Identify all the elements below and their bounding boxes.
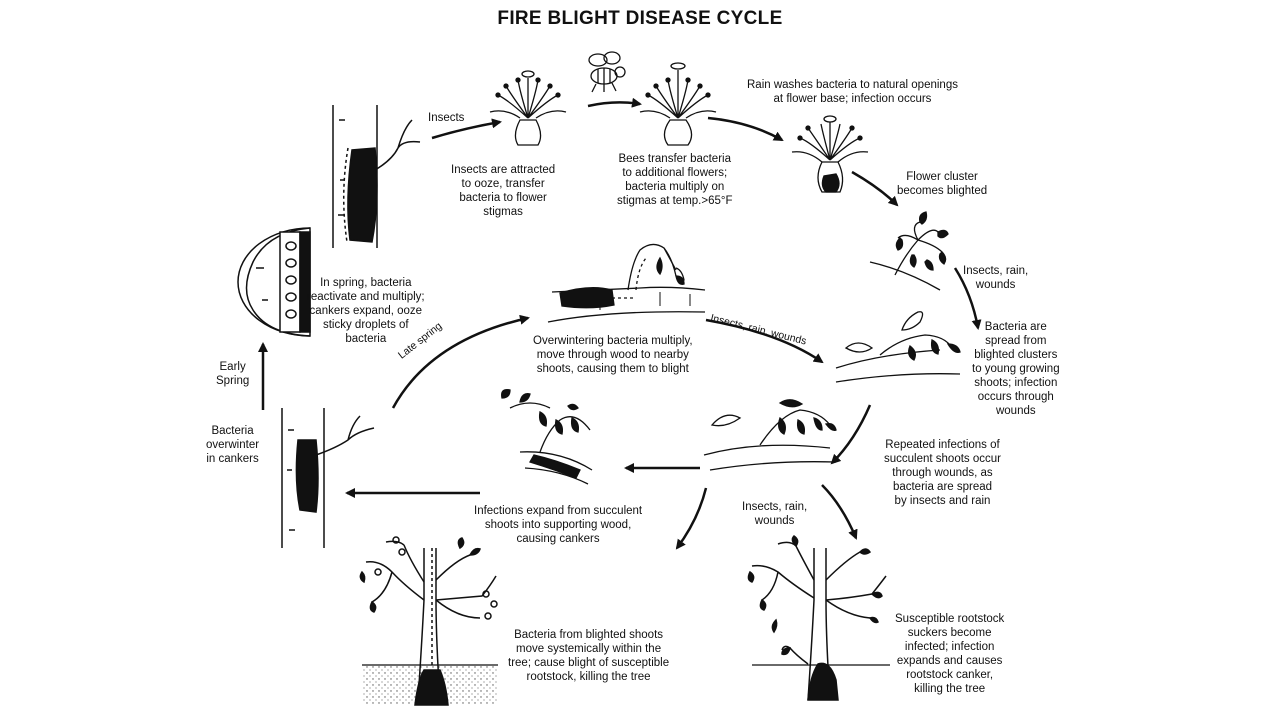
arrow-to-young-shoots <box>953 267 982 330</box>
canker-shoot-illustration <box>501 389 593 485</box>
label-infections-expand: Infections expand from succulent shoots … <box>474 505 643 545</box>
label-insects: Insects <box>428 112 465 124</box>
label-insects-rain-wounds-bottom: Insects, rain, wounds <box>742 501 808 527</box>
arrow-to-blighted-cluster <box>851 170 899 207</box>
arrow-bees-to-flower <box>587 97 642 108</box>
label-repeated-infections: Repeated infections of succulent shoots … <box>884 439 1001 507</box>
arrow-insects-rain-wounds-arc <box>705 318 824 364</box>
canker-trunk-illustration <box>332 105 421 248</box>
systemic-tree-illustration <box>359 536 498 706</box>
rootstock-tree-illustration <box>747 535 890 701</box>
arrow-insects-to-flower <box>431 118 502 140</box>
label-insects-attracted: Insects are attracted to ooze, transfer … <box>451 164 556 218</box>
label-spread-young-shoots: Bacteria are spread from blighted cluste… <box>972 321 1060 417</box>
blighted-cluster-illustration <box>869 211 949 291</box>
arrow-to-repeated-infection <box>830 404 872 465</box>
label-in-spring: In spring, bacteria reactivate and multi… <box>307 277 425 345</box>
label-systemic: Bacteria from blighted shoots move syste… <box>508 629 670 683</box>
repeated-infection-shoot-illustration <box>703 399 837 471</box>
cycle-arrows <box>258 97 982 550</box>
label-rain-washes: Rain washes bacteria to natural openings… <box>747 79 958 105</box>
arrow-to-rain-flower <box>707 116 784 142</box>
young-shoot-illustration <box>835 311 961 383</box>
label-overwinter: Bacteria overwinter in cankers <box>206 425 260 465</box>
flower-insects-illustration <box>489 70 567 146</box>
label-flower-cluster: Flower cluster becomes blighted <box>897 171 988 197</box>
label-insects-rain-wounds-right: Insects, rain, wounds <box>963 265 1029 291</box>
overwintering-branch-illustration <box>547 243 706 323</box>
overwinter-trunk-illustration <box>281 408 375 548</box>
label-overwintering-multiply: Overwintering bacteria multiply, move th… <box>533 335 693 375</box>
label-early-spring: Early Spring <box>216 361 250 387</box>
flower-bees-illustration <box>639 62 717 146</box>
magnified-canker-illustration <box>237 227 311 337</box>
bee-icon <box>588 51 626 93</box>
diagram-panel <box>208 0 1072 720</box>
label-bees-transfer: Bees transfer bacteria to additional flo… <box>617 153 733 207</box>
diagram-title: FIRE BLIGHT DISEASE CYCLE <box>497 8 783 29</box>
flower-infected-illustration <box>791 115 869 193</box>
label-rootstock-suckers: Susceptible rootstock suckers become inf… <box>895 613 1005 695</box>
arrow-to-systemic-tree <box>675 487 708 550</box>
arrow-late-spring <box>391 314 530 409</box>
arrow-to-rootstock-tree <box>821 484 858 540</box>
